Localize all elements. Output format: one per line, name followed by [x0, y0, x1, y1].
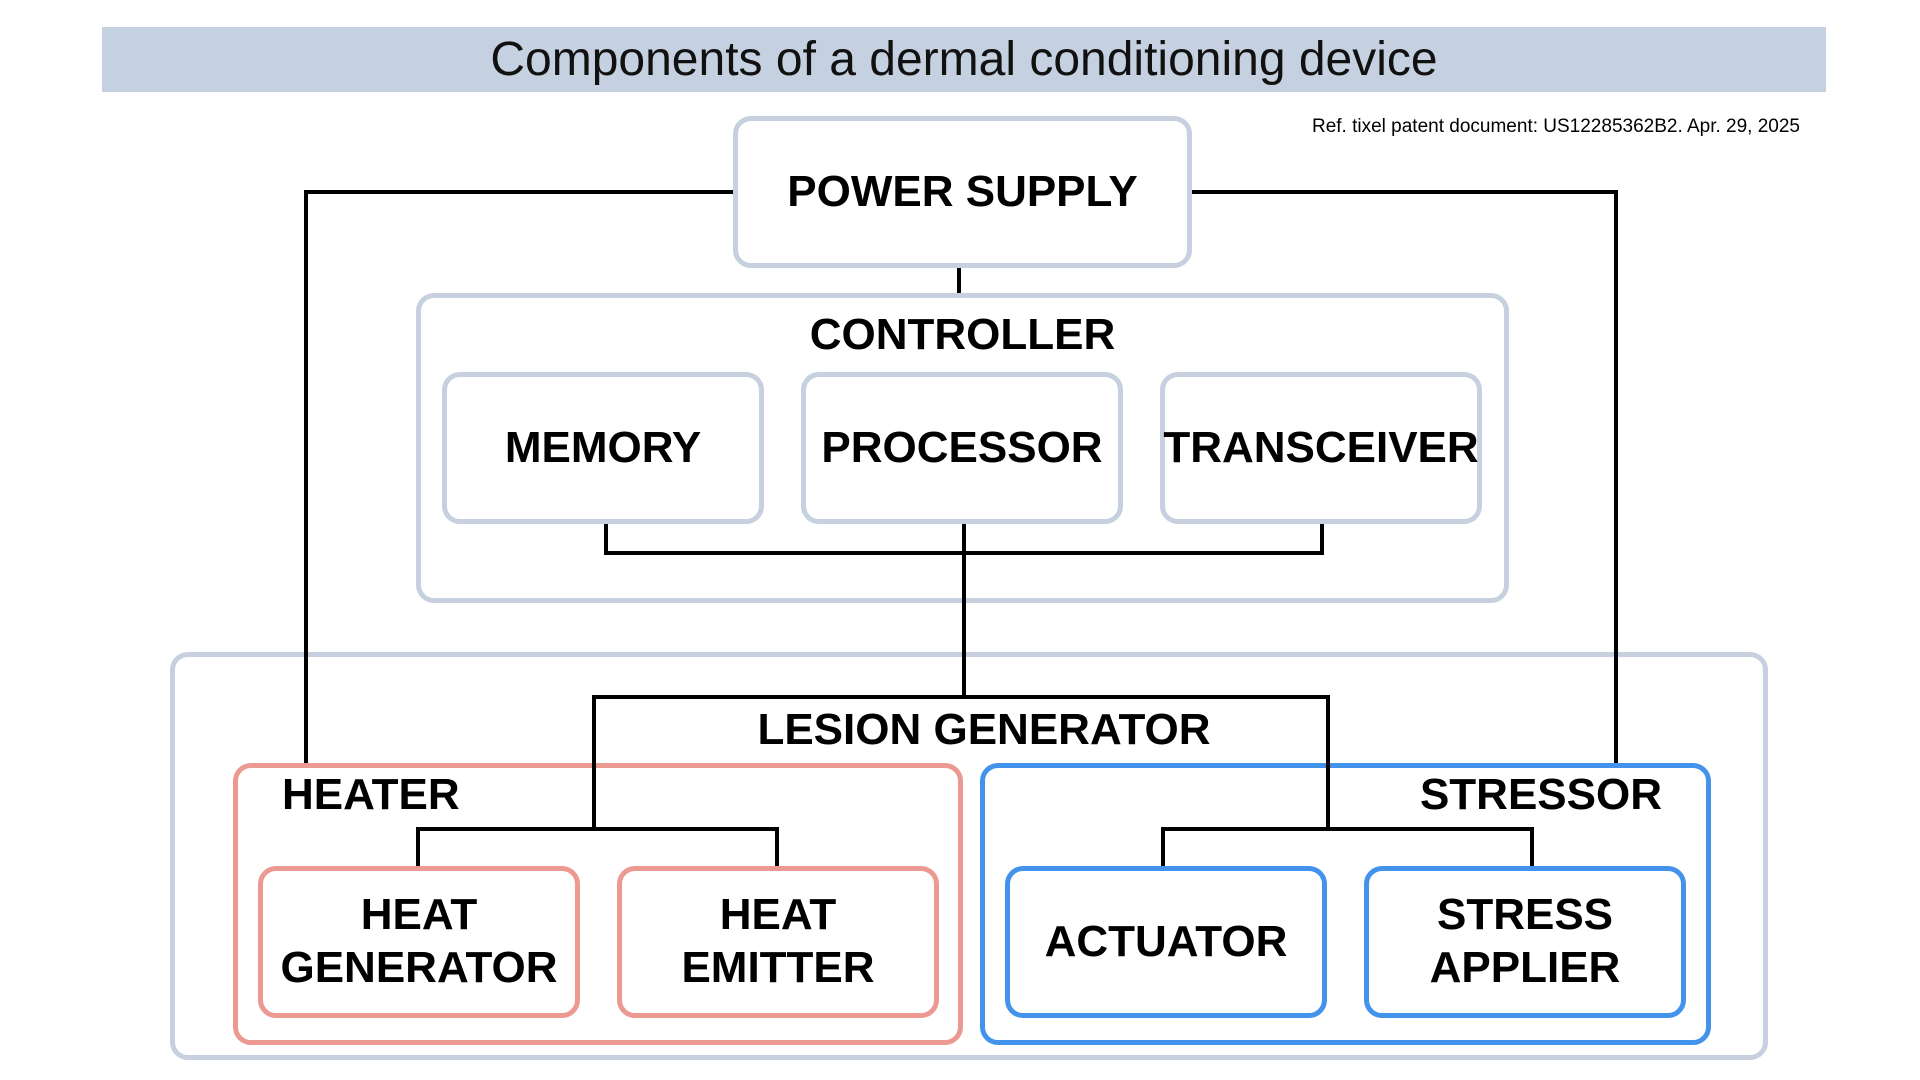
- controller-label: CONTROLLER: [809, 310, 1116, 359]
- processor-box: PROCESSOR: [801, 372, 1123, 524]
- transceiver-box: TRANSCEIVER: [1160, 372, 1482, 524]
- processor-label: PROCESSOR: [821, 422, 1103, 472]
- reference-note: Ref. tixel patent document: US12285362B2…: [1311, 116, 1800, 137]
- heat-generator-label-line1: HEAT: [360, 890, 478, 940]
- heat-generator-box: HEAT GENERATOR: [258, 866, 580, 1018]
- lesion-generator-label: LESION GENERATOR: [757, 705, 1211, 754]
- heat-emitter-label-line2: EMITTER: [681, 943, 875, 992]
- heat-emitter-box: HEAT EMITTER: [617, 866, 939, 1018]
- power-to-heater-line: [304, 190, 733, 763]
- memory-box: MEMORY: [442, 372, 764, 524]
- heater-group: [233, 763, 963, 1045]
- heater-branch-line: [416, 827, 779, 872]
- heat-generator-label-line2: GENERATOR: [280, 943, 558, 992]
- diagram-title: Components of a dermal conditioning devi…: [102, 27, 1826, 92]
- stress-applier-box: STRESS APPLIER: [1364, 866, 1686, 1018]
- power-supply-label: POWER SUPPLY: [787, 166, 1138, 216]
- memory-label: MEMORY: [504, 422, 702, 472]
- stressor-branch-line: [1161, 827, 1534, 872]
- heater-label: HEATER: [282, 770, 460, 819]
- power-supply-box: POWER SUPPLY: [733, 116, 1192, 268]
- heat-emitter-label-line1: HEAT: [719, 890, 837, 940]
- actuator-box: ACTUATOR: [1005, 866, 1327, 1018]
- stress-applier-label-line1: STRESS: [1436, 890, 1614, 940]
- stressor-group: [980, 763, 1711, 1045]
- lesion-generator-group: [170, 652, 1768, 1060]
- actuator-label: ACTUATOR: [1044, 916, 1288, 966]
- transceiver-label: TRANSCEIVER: [1163, 422, 1479, 472]
- stressor-label: STRESSOR: [1419, 770, 1662, 819]
- power-to-stressor-line: [1192, 190, 1618, 763]
- lesion-branch-line: [592, 695, 1330, 827]
- stress-applier-label-line2: APPLIER: [1429, 943, 1621, 992]
